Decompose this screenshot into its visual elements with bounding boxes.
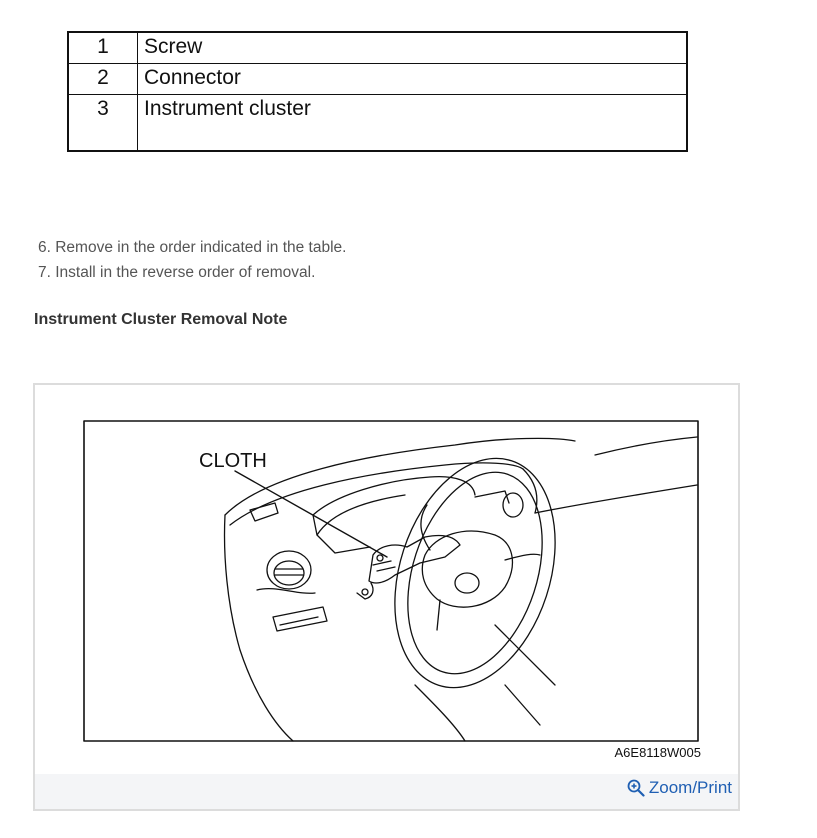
parts-table: 1 Screw 2 Connector 3 Instrument cluster xyxy=(67,31,688,152)
figure-code: A6E8118W005 xyxy=(615,745,702,760)
list-item: 7. Install in the reverse order of remov… xyxy=(38,264,316,281)
part-name: Connector xyxy=(137,63,688,95)
figure-footer: Zoom/Print xyxy=(35,774,738,809)
part-name: Instrument cluster xyxy=(137,94,688,152)
zoom-print-label: Zoom/Print xyxy=(648,778,732,797)
figure-card: CLOTH A6E8118W005 Zoom/Print xyxy=(33,383,740,811)
figure-frame xyxy=(83,420,699,742)
list-item: 6. Remove in the order indicated in the … xyxy=(38,239,347,256)
dashboard-illustration: CLOTH A6E8118W005 xyxy=(83,420,702,760)
part-number: 2 xyxy=(67,63,138,95)
procedure-steps: 6. Remove in the order indicated in the … xyxy=(38,235,346,285)
zoom-print-link[interactable]: Zoom/Print xyxy=(627,778,732,798)
callout-label: CLOTH xyxy=(199,450,267,472)
table-row: 3 Instrument cluster xyxy=(67,94,688,152)
table-row: 1 Screw xyxy=(67,31,688,64)
table-row: 2 Connector xyxy=(67,63,688,95)
part-number: 1 xyxy=(67,31,138,64)
zoom-in-icon xyxy=(627,779,645,797)
part-name: Screw xyxy=(137,31,688,64)
section-title: Instrument Cluster Removal Note xyxy=(34,311,288,328)
part-number: 3 xyxy=(67,94,138,152)
